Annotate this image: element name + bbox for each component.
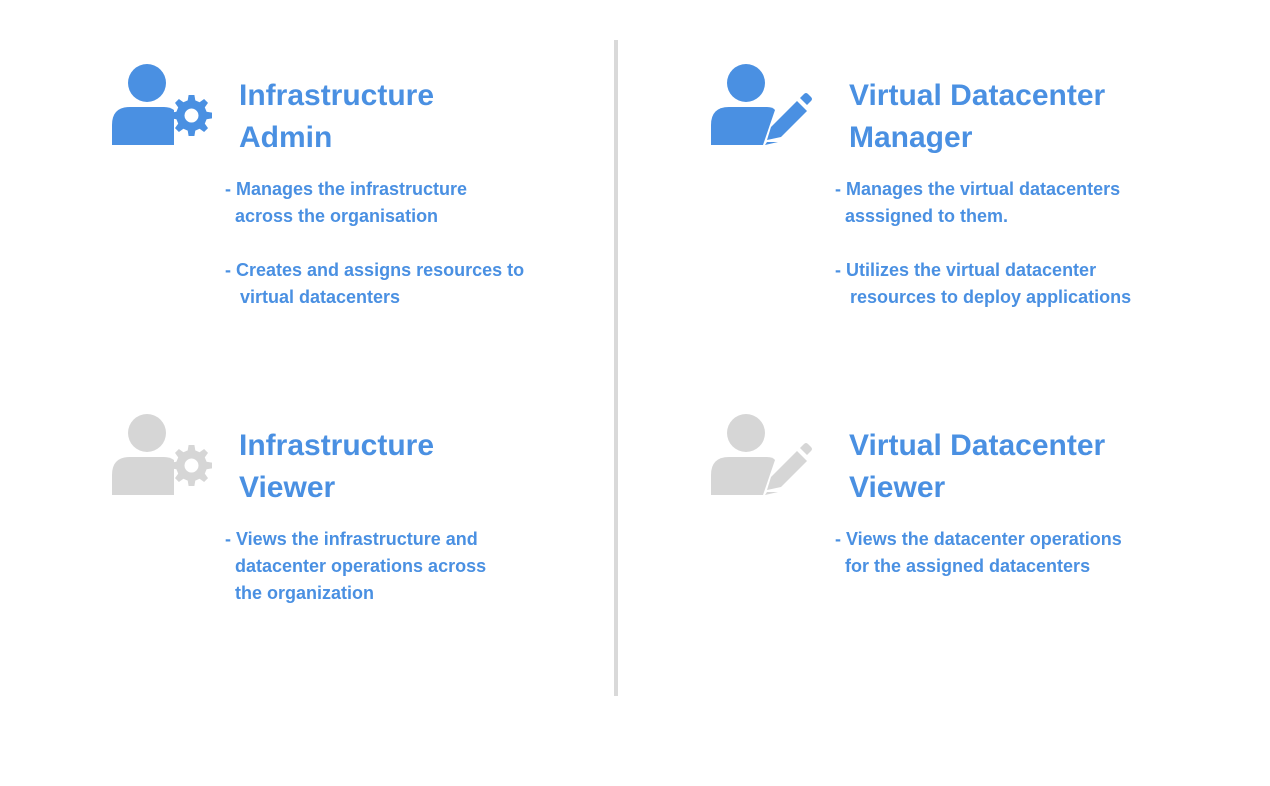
role-description: - Manages the infrastructure across the … xyxy=(225,176,524,311)
role-title: Infrastructure Viewer xyxy=(239,429,435,504)
role-description: - Views the datacenter operations for th… xyxy=(835,526,1122,580)
column-divider xyxy=(614,40,618,696)
role-title: Virtual Datacenter Viewer xyxy=(849,429,1106,504)
role-card-virtual-datacenter-viewer: Virtual Datacenter Viewer - Views the da… xyxy=(711,413,1251,733)
description-item: - Views the infrastructure and datacente… xyxy=(225,529,487,603)
user-gear-icon xyxy=(112,64,212,145)
description-item: - Utilizes the virtual datacenter resour… xyxy=(835,260,1132,307)
role-title: Virtual Datacenter Manager xyxy=(849,79,1106,154)
user-gear-icon xyxy=(112,414,212,495)
description-item: - Manages the infrastructure across the … xyxy=(225,179,468,226)
role-card-virtual-datacenter-manager: Virtual Datacenter Manager - Manages the… xyxy=(711,63,1251,383)
role-description: - Views the infrastructure and datacente… xyxy=(225,526,486,607)
user-pencil-icon xyxy=(711,64,812,145)
description-item: - Creates and assigns resources to virtu… xyxy=(225,260,525,307)
description-item: - Views the datacenter operations for th… xyxy=(835,529,1122,576)
role-title: Infrastructure Admin xyxy=(239,79,435,154)
user-pencil-icon xyxy=(711,414,812,495)
role-description: - Manages the virtual datacenters asssig… xyxy=(835,176,1131,311)
description-item: - Manages the virtual datacenters asssig… xyxy=(835,179,1121,226)
role-card-infrastructure-admin: Infrastructure Admin - Manages the infra… xyxy=(112,63,652,383)
role-card-infrastructure-viewer: Infrastructure Viewer - Views the infras… xyxy=(112,413,652,733)
